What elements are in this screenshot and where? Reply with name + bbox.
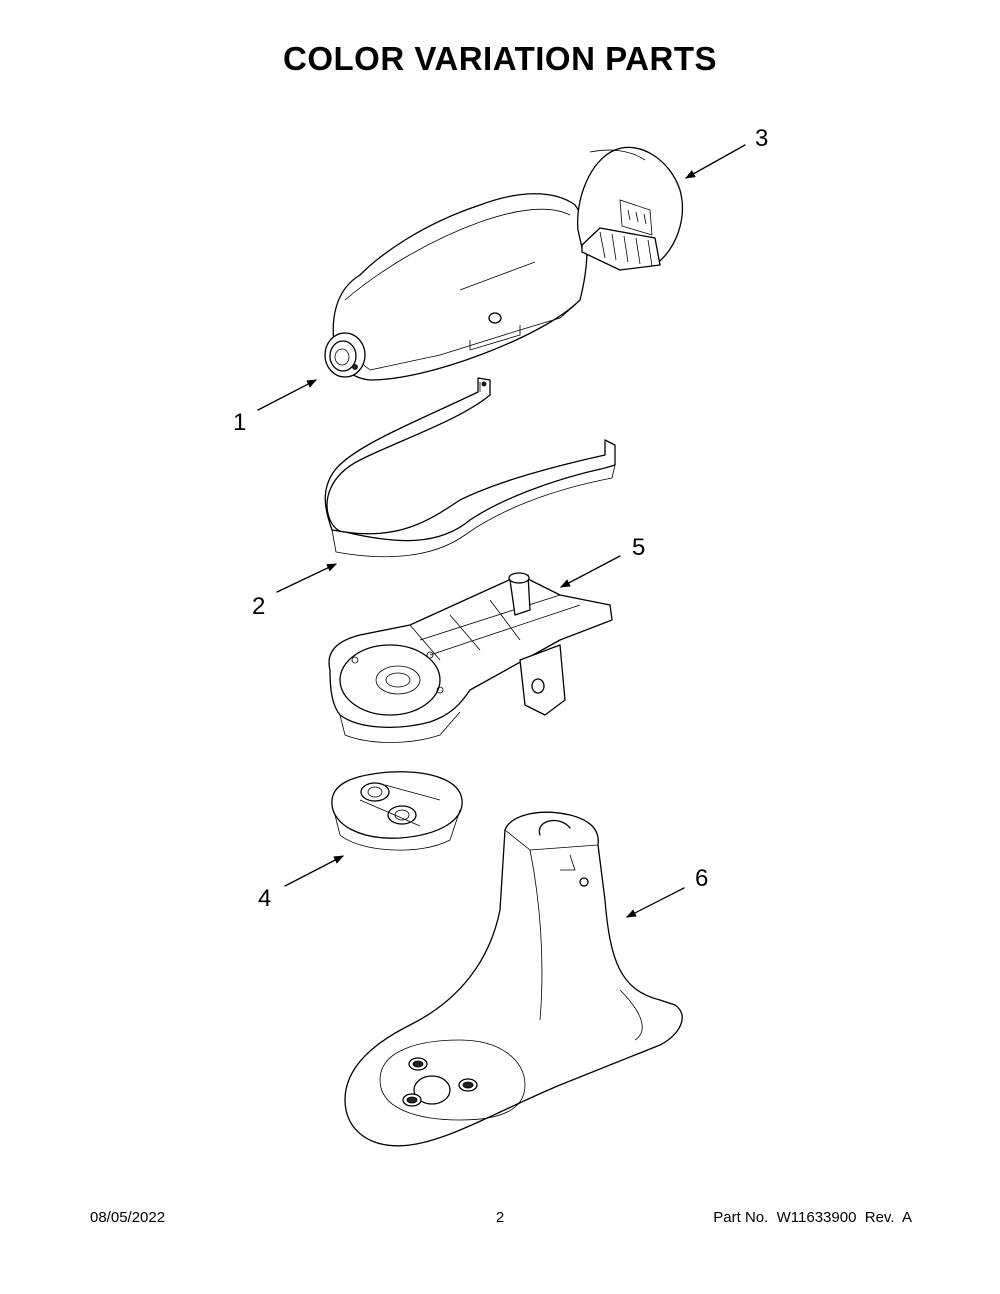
callout-number-5: 5 [632, 534, 645, 561]
part-trim-band [324, 377, 616, 558]
part-gear-housing [328, 572, 613, 743]
callout-arrow-1 [257, 379, 317, 411]
callout-arrow-3 [685, 144, 746, 179]
footer-page-number: 2 [495, 1209, 505, 1226]
part-motor-housing [324, 193, 588, 381]
part-rear-cover [576, 146, 684, 271]
callout-number-1: 1 [233, 409, 246, 436]
footer-part-number: Part No. W11633900 Rev. A [713, 1209, 912, 1226]
callout-number-6: 6 [695, 865, 708, 892]
callout-arrows [257, 144, 746, 918]
page-title: COLOR VARIATION PARTS [283, 40, 717, 77]
callout-arrow-6 [626, 887, 685, 918]
footer-date: 08/05/2022 [90, 1209, 166, 1226]
callout-number-4: 4 [258, 885, 271, 912]
part-pedestal-base [344, 811, 683, 1147]
part-bowl-clamp-plate [331, 771, 463, 851]
callout-arrow-4 [284, 855, 344, 887]
callout-number-2: 2 [252, 593, 265, 620]
callout-arrow-5 [560, 555, 621, 588]
callout-arrow-2 [276, 563, 337, 593]
callout-number-3: 3 [755, 125, 768, 152]
